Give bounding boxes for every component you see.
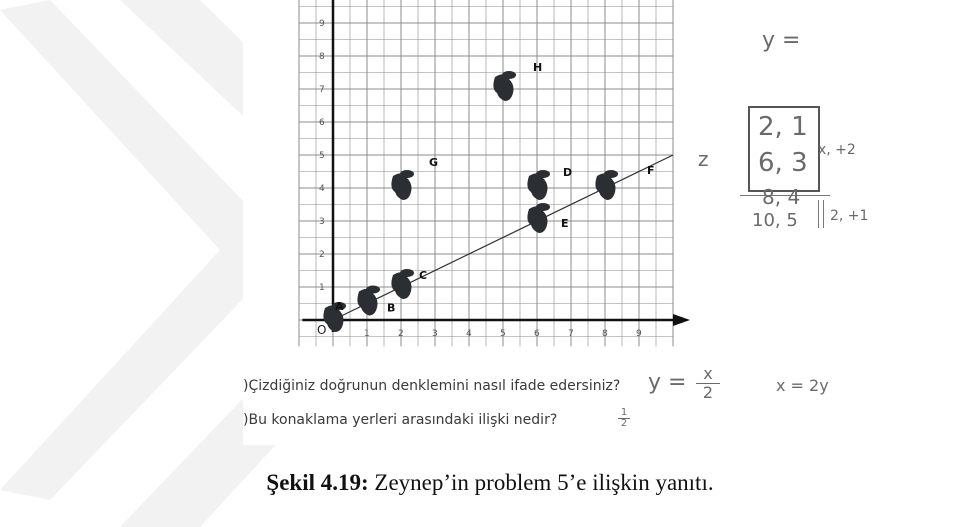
fraction-bar [618,418,630,419]
x-axis-arrow [673,314,690,326]
point-label: E [561,217,569,230]
y-tick-label: 5 [319,151,325,161]
fraction-numerator: 1 [620,407,628,418]
point-marker [595,173,616,200]
y-tick-label: 4 [319,184,325,194]
handwritten-box [748,106,820,192]
x-tick-label: 6 [534,329,540,339]
box-line-2: 6, 3 [758,148,808,178]
data-point-h: H [493,61,542,101]
x-tick-label: 2 [398,329,404,339]
box-side-note: x, +2 [818,142,856,158]
point-label: H [533,61,542,74]
y-tick-label: 7 [319,85,325,95]
pair-line-1: 8, 4 [762,185,801,209]
point-marker-part [536,203,550,211]
question-b: )Bu konaklama yerleri arasındaki ilişki … [243,412,558,428]
point-label: F [647,164,655,177]
answer-a-y: y = [648,370,687,395]
point-marker-part [332,302,346,310]
y-tick-label: 6 [319,118,325,128]
pair-line-2: 10, 5 [752,210,798,231]
pair-side-note: 2, +1 [830,208,869,224]
point-marker-part [400,170,414,178]
point-marker [527,173,548,200]
point-marker-part [536,170,550,178]
answer-a-alt: x = 2y [776,376,829,395]
box-line-1: 2, 1 [758,112,808,142]
point-label: D [563,166,572,179]
data-point-e: E [527,203,569,233]
answer-a-fraction: x 2 [696,366,720,401]
best-fit-line [332,154,674,321]
point-marker-part [502,71,516,79]
x-tick-label: 1 [364,329,370,339]
point-label: G [429,156,438,169]
point-label: A [335,300,344,313]
x-tick-label: 4 [466,329,472,339]
answer-b-fraction: 1 2 [618,408,630,429]
data-point-g: G [391,156,438,200]
point-marker-part [604,170,618,178]
x-tick-label: 8 [602,329,608,339]
fraction-denominator: 2 [620,418,628,429]
point-marker [323,305,344,332]
point-marker-part [400,269,414,277]
y-tick-label: 9 [319,19,325,29]
x-tick-label: 3 [432,329,438,339]
point-label: C [419,269,427,282]
double-bar [818,200,824,228]
point-marker-part [366,285,380,294]
y-tick-label: 3 [319,217,325,227]
point-marker [527,206,548,233]
fraction-denominator: 2 [702,383,714,402]
fraction-numerator: x [703,364,713,383]
x-tick-label: 5 [500,329,506,339]
point-marker [357,288,378,316]
line-end-label: z [698,147,709,171]
fraction-bar [696,383,720,384]
point-marker [391,173,412,200]
caption-text: Zeynep’in problem 5’e ilişkin yanıtı. [374,470,714,495]
tick-labels: O 1 2 3 4 5 6 7 8 9 1 2 3 4 5 6 7 8 9 [317,19,642,339]
x-tick-label: 9 [636,329,642,339]
y-tick-label: 8 [319,52,325,62]
point-label: B [387,302,395,315]
line-y-equals-x-over-2 [332,154,674,321]
y-tick-label: 2 [319,250,325,260]
axes [302,0,690,332]
data-point-d: D [527,166,572,200]
point-marker [493,74,514,101]
data-point-c: C [391,269,427,299]
scanned-worksheet [243,0,980,445]
x-tick-label: 7 [568,329,574,339]
figure-caption: Şekil 4.19: Zeynep’in problem 5’e ilişki… [0,470,980,496]
y-equals-note: y = [762,28,801,53]
question-a: )Çizdiğiniz doğrunun denklemini nasıl if… [243,378,621,394]
origin-label: O [317,323,326,337]
data-point-f: F [595,164,655,200]
data-point-b: B [357,285,395,316]
caption-label: Şekil 4.19: [266,470,369,495]
point-marker [391,272,412,299]
y-tick-label: 1 [319,283,325,293]
data-points: A B C D E F G H [323,61,655,332]
divider-line [740,195,830,196]
data-point-a: A [323,300,346,332]
